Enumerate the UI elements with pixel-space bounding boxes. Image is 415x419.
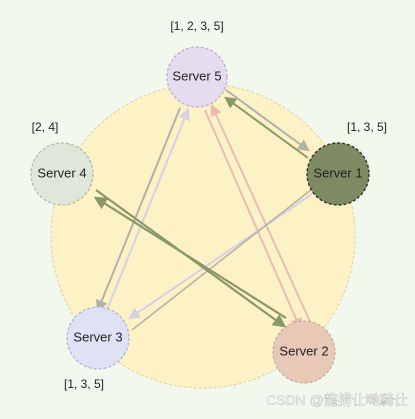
watermark: CSDN @龍揹仩哋騎仕 — [266, 392, 408, 408]
server-5-label: Server 5 — [172, 68, 221, 83]
server-1-node[interactable]: Server 1 — [306, 142, 370, 206]
server-3-set: [1, 3, 5] — [64, 377, 104, 391]
edge-s1-to-s5 — [224, 96, 309, 159]
edge-s3-to-s5 — [105, 107, 190, 313]
edges — [93, 89, 317, 331]
edge-s5-to-s2 — [204, 109, 302, 331]
server-3-node[interactable]: Server 3 — [66, 306, 130, 370]
server-2-label: Server 2 — [279, 343, 328, 358]
edge-s5-to-s1 — [225, 89, 310, 152]
server-5-node[interactable]: Server 5 — [166, 46, 228, 108]
edge-s1-to-s3-b — [131, 185, 317, 331]
server-5-set: [1, 2, 3, 5] — [170, 19, 223, 33]
server-3-label: Server 3 — [73, 329, 122, 344]
edge-s5-to-s3 — [96, 107, 181, 313]
server-4-node[interactable]: Server 4 — [30, 142, 94, 206]
edge-s2-to-s5 — [210, 103, 313, 327]
server-4-label: Server 4 — [37, 165, 86, 180]
server-1-label: Server 1 — [313, 165, 362, 180]
server-1-set: [1, 3, 5] — [347, 120, 387, 134]
server-2-node[interactable]: Server 2 — [272, 320, 336, 384]
edge-s1-to-s3 — [128, 193, 313, 320]
edge-s2-to-s4 — [93, 196, 287, 319]
server-4-set: [2, 4] — [32, 120, 59, 134]
